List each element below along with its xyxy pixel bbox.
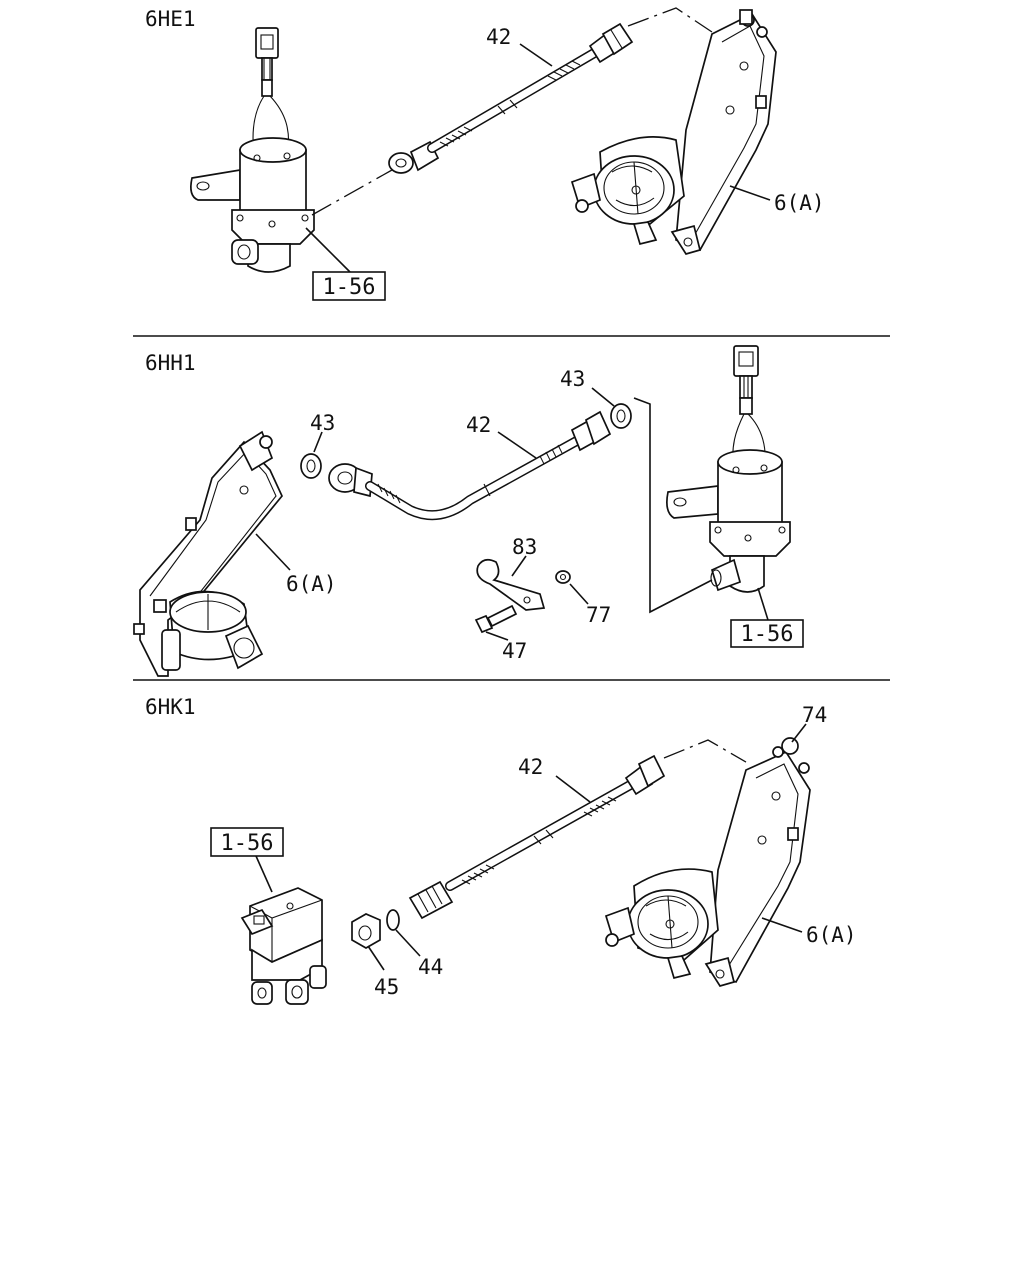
bracket-assembly — [133, 430, 283, 677]
callout-47: 47 — [502, 639, 527, 663]
ref-box-label: 1-56 — [741, 622, 794, 647]
nut-45 — [351, 913, 381, 949]
bolt-47 — [474, 604, 518, 634]
leader-77 — [569, 583, 589, 605]
callout-43-right: 43 — [560, 367, 585, 391]
nut-77 — [555, 570, 571, 584]
valve-block — [240, 887, 327, 1005]
hose-42 — [388, 22, 634, 174]
callout-6a: 6(A) — [774, 191, 825, 215]
leader-6a — [255, 533, 291, 571]
leader-74 — [791, 723, 807, 743]
leader-6a — [761, 917, 803, 933]
solenoid-valve — [666, 345, 791, 593]
callout-43-left: 43 — [310, 411, 335, 435]
ref-box — [210, 827, 284, 857]
callout-6a: 6(A) — [806, 923, 857, 947]
leader-42 — [555, 775, 591, 803]
section-6he1: 6HE1 — [145, 7, 825, 301]
leader-6a — [729, 185, 771, 201]
section-6hh1: 6HH1 — [133, 345, 804, 677]
callout-44: 44 — [418, 955, 443, 979]
ref-box — [312, 271, 386, 301]
leader-44 — [395, 929, 421, 957]
callout-74: 74 — [802, 703, 827, 727]
ref-box — [730, 619, 804, 648]
ref-box-label: 1-56 — [221, 831, 274, 856]
callout-42: 42 — [466, 413, 491, 437]
washer-43-right — [610, 403, 632, 429]
clip-83 — [476, 558, 546, 611]
leader-83 — [511, 555, 527, 577]
callout-45: 45 — [374, 975, 399, 999]
leader-ref — [757, 587, 769, 621]
leader-45 — [367, 945, 385, 971]
washer-44 — [386, 909, 400, 931]
leader-ref — [255, 855, 273, 893]
connection-line — [311, 7, 713, 216]
section-6hk1: 6HK1 — [145, 695, 857, 1005]
callout-42: 42 — [486, 25, 511, 49]
callout-42: 42 — [518, 755, 543, 779]
washer-43-left — [300, 453, 322, 479]
callout-83: 83 — [512, 535, 537, 559]
connection-line — [663, 739, 747, 763]
leader-43-right — [591, 387, 615, 407]
bracket-assembly — [604, 737, 811, 987]
engine-code-label: 6HK1 — [145, 695, 196, 719]
ref-box-label: 1-56 — [323, 275, 376, 300]
bracket-assembly — [570, 9, 777, 255]
connection-line — [633, 397, 713, 614]
callout-6a: 6(A) — [286, 572, 337, 596]
engine-code-label: 6HH1 — [145, 351, 196, 375]
leader-42 — [497, 431, 537, 459]
engine-code-label: 6HE1 — [145, 7, 196, 31]
hose-42 — [328, 410, 612, 521]
callout-77: 77 — [586, 603, 611, 627]
hose-42 — [408, 754, 666, 920]
leader-47 — [485, 631, 509, 641]
solenoid-valve — [190, 27, 315, 273]
leader-43-left — [313, 431, 323, 453]
leader-ref — [305, 227, 351, 273]
leader-42 — [519, 43, 553, 67]
